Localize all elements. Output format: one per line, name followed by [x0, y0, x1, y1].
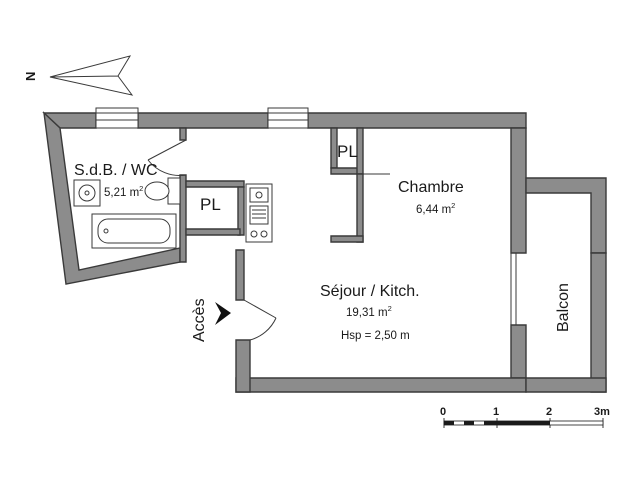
entrance-door [243, 299, 277, 341]
scale-tick-3: 3m [594, 406, 610, 418]
living-name: Séjour / Kitch. [320, 283, 420, 300]
entrance-label: Accès [191, 298, 208, 342]
entrance-arrow-icon [215, 302, 231, 325]
room-labels: S.d.B. / WC 5,21 m2 PL PL Chambre 6,44 m… [74, 142, 572, 342]
bathroom-door [147, 139, 187, 176]
north-arrow-icon [49, 55, 134, 96]
closet-bath-label: PL [200, 195, 221, 214]
scale-tick-2: 2 [546, 406, 552, 418]
compass: N [23, 55, 134, 96]
scale-tick-1: 1 [493, 406, 499, 418]
walls [42, 111, 607, 393]
ceiling-height: Hsp = 2,50 m [341, 330, 410, 342]
closet-bedroom-label: PL [337, 142, 358, 161]
bathroom-fixtures [73, 177, 181, 249]
scale-tick-0: 0 [440, 406, 446, 418]
bathroom-area: 5,21 m2 [104, 184, 143, 199]
bedroom-name: Chambre [398, 179, 464, 196]
windows [95, 107, 517, 325]
bathroom-name: S.d.B. / WC [74, 162, 158, 179]
scale-bar: 0 1 2 3m [440, 406, 610, 428]
north-label: N [23, 72, 38, 81]
kitchen-fixtures [245, 183, 273, 243]
bedroom-area: 6,44 m2 [416, 201, 455, 216]
living-area: 19,31 m2 [346, 304, 392, 319]
balcony-name: Balcon [555, 283, 572, 332]
